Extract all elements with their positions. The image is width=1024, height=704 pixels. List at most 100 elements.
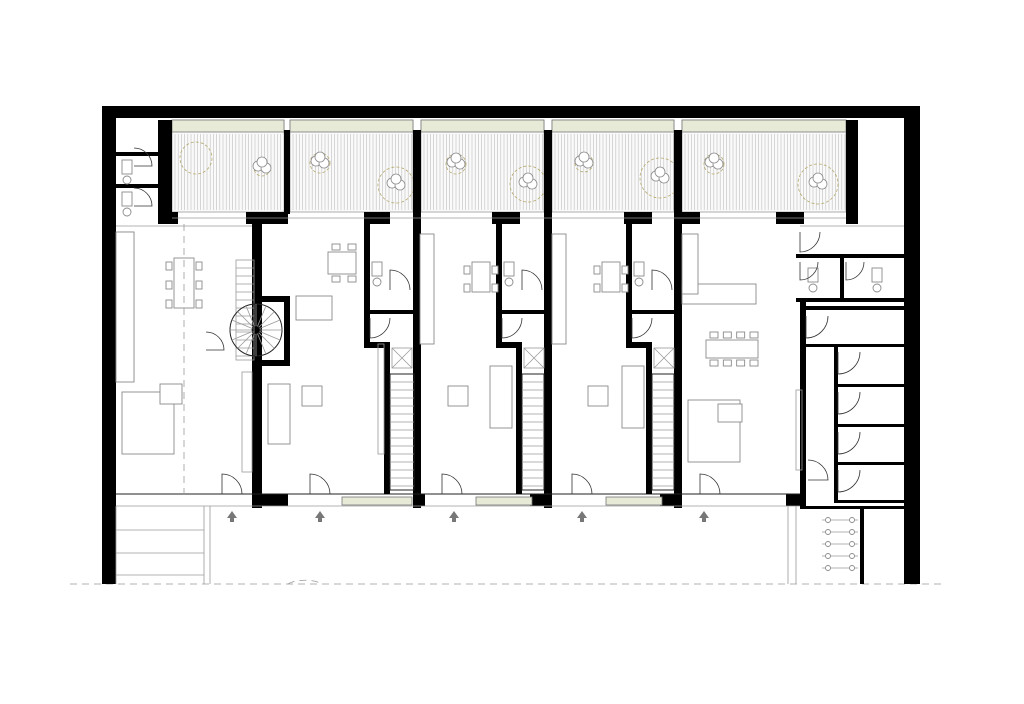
spiral-tread [257, 333, 267, 355]
entrance-arrow [699, 511, 709, 522]
chair [491, 265, 499, 275]
garden-edge-strip [551, 119, 675, 133]
entrance-arrow [315, 511, 325, 522]
street-glazing [341, 496, 663, 506]
stair-flight [521, 373, 545, 491]
wc-icon [121, 191, 133, 207]
chair [709, 359, 719, 367]
basin-icon [504, 277, 514, 287]
spiral-tread [259, 319, 281, 329]
tree-canopy [708, 152, 720, 164]
door-swing [799, 231, 821, 253]
wc-icon [633, 261, 645, 277]
spiral-tread [257, 305, 267, 327]
door-swing [699, 473, 721, 495]
rear-gardens [171, 119, 847, 213]
chair [749, 359, 759, 367]
spiral-tread [258, 332, 275, 349]
door-swing [837, 351, 861, 375]
sofa [267, 383, 291, 445]
garden-plot [289, 119, 414, 213]
interior-walls [116, 152, 904, 584]
stair-cross [523, 347, 545, 369]
basin-icon [372, 277, 382, 287]
door-swing [221, 473, 243, 495]
entrance-arrow [449, 511, 459, 522]
bicycle-wheel [849, 553, 855, 559]
bicycle-rack-icon [822, 517, 858, 571]
bicycle-wheel [849, 541, 855, 547]
door-swing [837, 431, 861, 455]
chair [195, 261, 203, 271]
door-swing [807, 459, 829, 481]
door-swing [799, 261, 819, 281]
garden-edge-strip [171, 119, 285, 133]
entrance-arrow [577, 511, 587, 522]
chair [709, 331, 719, 339]
garden-edge-strip [420, 119, 545, 133]
tree-canopy [450, 152, 462, 164]
spiral-stair-icon [229, 303, 283, 357]
tree-canopy [522, 172, 534, 184]
chair [736, 331, 746, 339]
chair [165, 299, 173, 309]
spiral-tread [245, 333, 255, 355]
bicycle-wheel [825, 517, 831, 523]
door-swing [133, 187, 153, 207]
door-swing [837, 469, 861, 493]
chair [195, 299, 203, 309]
sofa [621, 365, 645, 429]
bicycle-wheel [825, 553, 831, 559]
tree-canopy [256, 156, 268, 168]
wc-icon [121, 159, 133, 175]
bicycle-wheel [849, 517, 855, 523]
chair [722, 359, 732, 367]
chair [749, 331, 759, 339]
stair-flight [651, 373, 675, 491]
chair [347, 275, 357, 283]
dining-table [601, 261, 621, 293]
basin-icon [122, 207, 132, 217]
door-swing [571, 473, 593, 495]
forecourt [115, 505, 800, 585]
kitchen-counter [551, 233, 567, 345]
garden-edge-strip [289, 119, 414, 133]
spiral-tread [231, 331, 253, 341]
chair [736, 359, 746, 367]
coffee-table [717, 403, 743, 423]
chair [165, 261, 173, 271]
tree-icon [797, 163, 839, 205]
spiral-tread [258, 311, 275, 328]
bicycle-wheel [849, 565, 855, 571]
wc-icon [503, 261, 515, 277]
chair [331, 243, 341, 251]
tree-canopy [812, 172, 824, 184]
straight-stair-icon [119, 231, 675, 491]
shelf [795, 389, 803, 471]
garden-edge-strip [681, 119, 847, 133]
stair-landing [523, 347, 545, 369]
kitchen-counter [115, 231, 135, 383]
coffee-table [301, 385, 323, 407]
tree-canopy [654, 166, 666, 178]
chair [593, 283, 601, 293]
door-swing [501, 317, 523, 339]
basin-icon [634, 277, 644, 287]
door-swing [205, 331, 225, 351]
garden-plot [551, 119, 675, 213]
door-swing [651, 269, 673, 291]
dining-table [705, 339, 759, 359]
coffee-table [159, 383, 183, 405]
dining-table [471, 261, 491, 293]
spiral-tread [237, 311, 254, 328]
chair [165, 280, 173, 290]
chair [621, 265, 629, 275]
chair [331, 275, 341, 283]
tree-canopy [314, 151, 326, 163]
spiral-tread [245, 305, 255, 327]
stair-landing [391, 347, 413, 369]
spiral-tread [259, 331, 281, 341]
stair-landing [653, 347, 675, 369]
coffee-table [447, 385, 469, 407]
spiral-tread [237, 332, 254, 349]
